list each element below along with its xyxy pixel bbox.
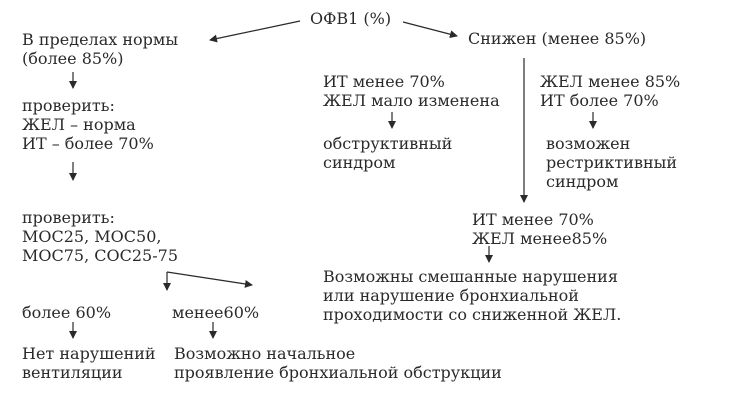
root-label: ОФВ1 (%) [310, 9, 392, 28]
check1-label: проверить: ЖЕЛ – норма ИТ – более 70% [22, 96, 154, 153]
no-violation-label: Нет нарушений вентиляции [22, 344, 156, 382]
branch1-result-label: обструктивный синдром [323, 134, 453, 172]
check2-label: проверить: МОС25, МОС50, МОС75, СОС25-75 [22, 208, 178, 265]
arrow-root-to-norm [209, 20, 301, 43]
branch3-cond-label: ИТ менее 70% ЖЕЛ менее85% [472, 210, 608, 248]
branch1-cond-label: ИТ менее 70% ЖЕЛ мало изменена [323, 72, 500, 110]
initial-obstruction-label: Возможно начальное проявление бронхиальн… [174, 344, 502, 382]
arrow-root-to-reduced [402, 21, 458, 39]
branch2-cond-label: ЖЕЛ менее 85% ИТ более 70% [540, 72, 681, 110]
more60-label: более 60% [22, 303, 112, 322]
reduced-label: Снижен (менее 85%) [468, 29, 647, 48]
branch3-result-label: Возможны смешанные нарушения или нарушен… [323, 267, 622, 324]
branch2-result-label: возможен рестриктивный синдром [546, 134, 678, 191]
arrow-split-horizontal [166, 271, 253, 288]
norm-label: В пределах нормы (более 85%) [22, 30, 179, 68]
less60-label: менее60% [172, 303, 260, 322]
